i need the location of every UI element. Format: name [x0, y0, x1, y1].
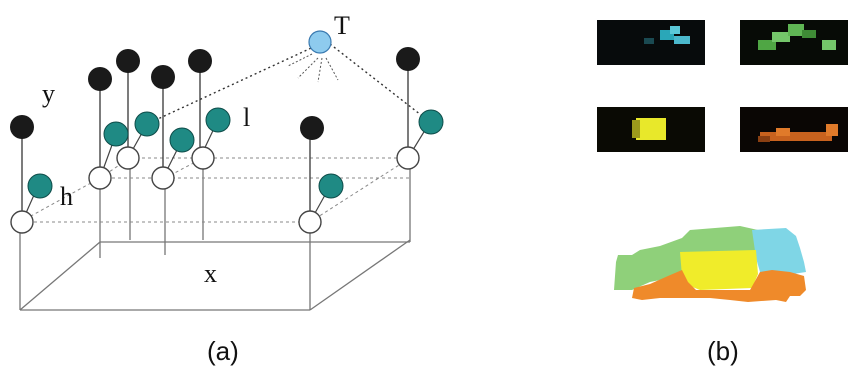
bottom-node	[298, 210, 322, 234]
top-node	[151, 65, 175, 89]
patch-yellow	[597, 107, 705, 152]
teal-node	[318, 173, 344, 199]
top-node	[188, 49, 212, 73]
top-node	[88, 67, 112, 91]
top-node	[116, 49, 140, 73]
teal-node	[27, 173, 53, 199]
stems	[21, 60, 409, 222]
teal-links	[21, 119, 431, 223]
top-node	[300, 116, 324, 140]
target-node	[308, 30, 332, 54]
bottom-node	[10, 210, 34, 234]
patch-orange	[740, 107, 848, 152]
bottom-node	[88, 166, 112, 190]
label-h: h	[60, 182, 73, 211]
label-x: x	[204, 259, 217, 288]
caption-b: (b)	[707, 336, 739, 366]
panel-b: (b)	[597, 20, 848, 366]
patch-cyan	[597, 20, 705, 65]
target-links	[146, 43, 431, 125]
label-y: y	[42, 79, 55, 108]
teal-node	[205, 107, 231, 133]
bottom-node	[396, 146, 420, 170]
bottom-node	[151, 166, 175, 190]
bottom-node	[116, 146, 140, 170]
panel-a: T y h l x (a)	[10, 11, 444, 366]
patch-green	[740, 20, 848, 65]
teal-nodes	[27, 107, 444, 199]
base-lattice	[19, 160, 411, 311]
composite-silhouette	[614, 226, 806, 302]
top-node	[10, 115, 34, 139]
target-rays	[287, 53, 339, 83]
mid-lattice	[19, 157, 411, 223]
caption-a: (a)	[207, 336, 239, 366]
teal-node	[134, 111, 160, 137]
top-nodes	[10, 47, 420, 140]
top-node	[396, 47, 420, 71]
label-T: T	[334, 11, 350, 40]
teal-node	[418, 109, 444, 135]
bottom-node	[191, 146, 215, 170]
teal-node	[169, 127, 195, 153]
label-l: l	[243, 103, 250, 132]
teal-node	[103, 121, 129, 147]
bottom-nodes	[10, 146, 420, 234]
